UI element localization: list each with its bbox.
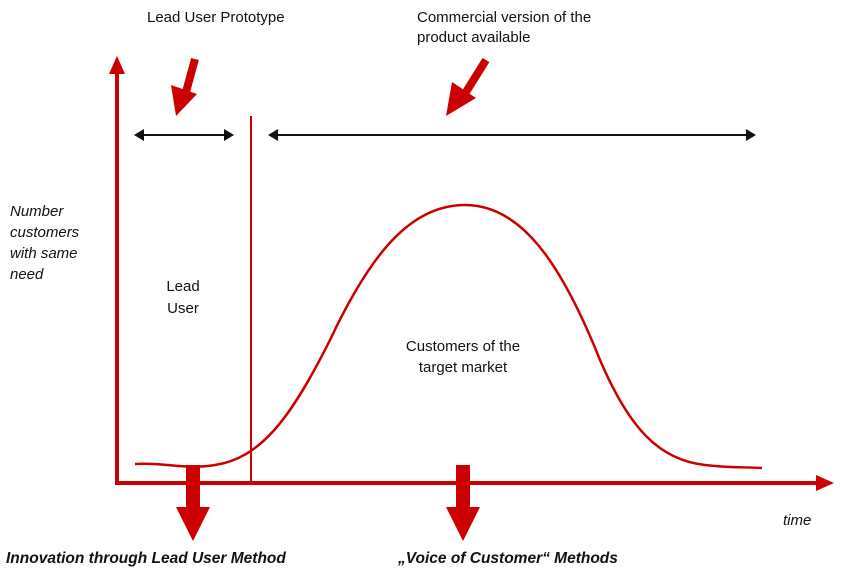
y-axis-label-line1: Number (10, 203, 64, 220)
y-axis-label-line2: customers (10, 224, 80, 241)
lead-user-period-arrow (134, 129, 234, 141)
x-axis-label: time (783, 512, 811, 529)
x-axis-arrowhead (816, 475, 834, 491)
commercial-label-line2: product available (417, 29, 530, 46)
voice-of-customer-arrow (446, 465, 480, 541)
prototype-label: Lead User Prototype (147, 9, 285, 26)
commercial-label-line1: Commercial version of the (417, 9, 591, 26)
customer-distribution-curve (134, 203, 763, 470)
target-market-label-line1: Customers of the (406, 338, 520, 355)
y-axis-label-line4: need (10, 266, 44, 283)
target-market-label-line2: target market (419, 359, 508, 376)
prototype-pointer-arrow (171, 57, 199, 116)
commercial-pointer-arrow (446, 57, 490, 116)
lead-user-label-line1: Lead (166, 278, 199, 295)
y-axis-arrowhead (109, 56, 125, 74)
lead-user-label-line2: User (167, 300, 199, 317)
voice-of-customer-label: „Voice of Customer“ Methods (397, 550, 618, 567)
market-period-arrow (268, 129, 756, 141)
lead-user-method-label: Innovation through Lead User Method (6, 550, 286, 567)
y-axis-label-line3: with same (10, 245, 78, 262)
lead-user-method-arrow (176, 465, 210, 541)
